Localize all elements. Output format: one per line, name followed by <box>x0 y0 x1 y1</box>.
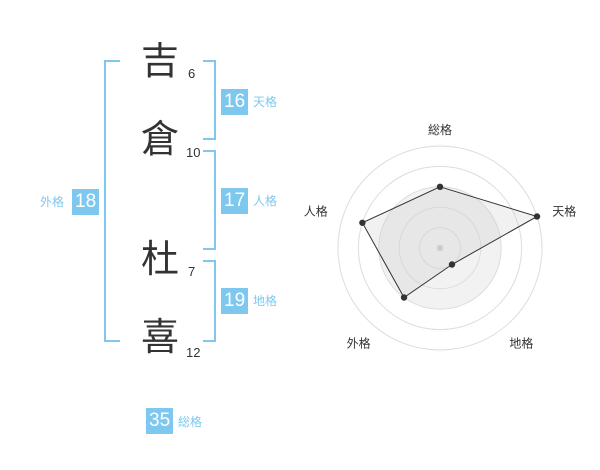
radar-center-dot <box>437 245 443 251</box>
stroke-count-1: 6 <box>188 66 196 81</box>
radar-point-2 <box>533 213 541 220</box>
gaikaku-label: 外格 <box>40 195 65 209</box>
radar-ring-4 <box>357 165 523 331</box>
chikaku-bracket <box>203 260 216 342</box>
radar-axis-label-2: 天格 <box>552 204 576 219</box>
jinkaku-label: 人格 <box>253 194 278 208</box>
radar-point-1 <box>436 183 444 190</box>
name-char-3: 杜 <box>140 237 179 281</box>
radar-point-5 <box>359 219 366 226</box>
stroke-count-2: 10 <box>186 145 201 160</box>
stroke-count-4: 12 <box>186 345 201 360</box>
name-char-4: 喜 <box>140 315 179 359</box>
jinkaku-bracket <box>203 150 216 250</box>
radar-point-4 <box>400 294 408 301</box>
tenkaku-value-badge: 16 <box>221 89 249 115</box>
tenkaku-bracket <box>203 60 216 140</box>
radar-axis-label-4: 外格 <box>347 335 371 350</box>
soukaku-label: 総格 <box>178 415 203 429</box>
name-char-1: 吉 <box>140 39 179 83</box>
name-char-2: 倉 <box>140 117 179 161</box>
chikaku-value-badge: 19 <box>221 288 249 314</box>
stroke-count-3: 7 <box>188 264 196 279</box>
radar-ring-1 <box>419 227 461 269</box>
gaikaku-value-badge: 18 <box>72 189 100 215</box>
radar-axis-label-1: 総格 <box>428 122 452 137</box>
chikaku-label: 地格 <box>253 294 278 308</box>
tenkaku-label: 天格 <box>253 95 278 109</box>
radar-axis-label-5: 人格 <box>304 204 328 219</box>
gaikaku-bracket <box>104 60 120 342</box>
radar-axis-label-3: 地格 <box>509 335 533 350</box>
radar-point-3 <box>448 261 456 268</box>
radar-polygon <box>361 186 539 299</box>
soukaku-value-badge: 35 <box>146 408 174 434</box>
jinkaku-value-badge: 17 <box>221 188 249 214</box>
radar-ring-5 <box>337 145 543 351</box>
